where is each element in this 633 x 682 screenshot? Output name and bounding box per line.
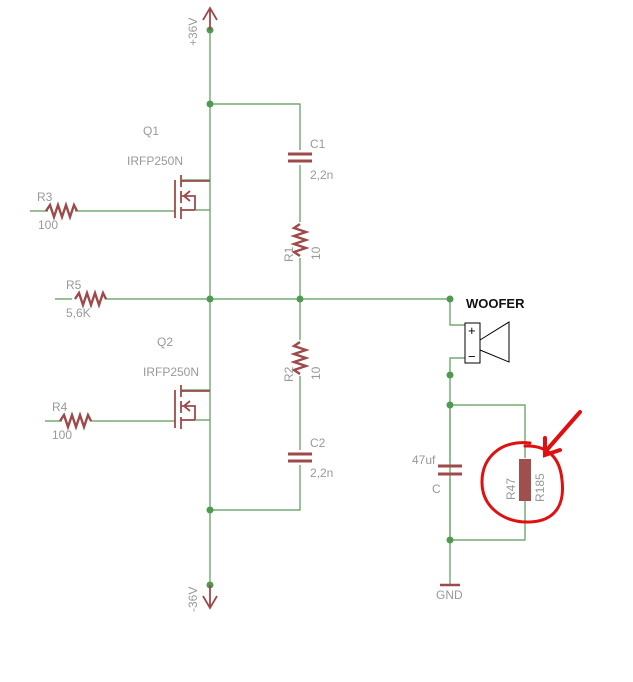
r3-value: 100 — [38, 218, 58, 232]
c-value: 47uf — [412, 453, 436, 467]
wires — [30, 30, 526, 585]
supply-negative-label: -36V — [186, 587, 200, 612]
q1-ref: Q1 — [143, 124, 159, 138]
r1-value: 10 — [309, 246, 323, 260]
transistor-q1: Q1 IRFP250N — [127, 124, 210, 219]
speaker-woofer: + − WOOFER — [464, 296, 525, 364]
resistor-r5: R5 5,6K — [66, 278, 108, 320]
r4-value: 100 — [52, 428, 72, 442]
c1-value: 2,2n — [310, 168, 333, 182]
supply-positive-arrow-icon — [202, 6, 218, 30]
junction-dots — [206, 26, 454, 589]
resistor-r1: R1 10 — [282, 223, 323, 262]
r4-ref: R4 — [52, 400, 68, 414]
q2-part: IRFP250N — [143, 365, 199, 379]
r2-value: 10 — [309, 366, 323, 380]
supply-positive-label: +36V — [186, 18, 200, 46]
q2-ref: Q2 — [157, 335, 173, 349]
c-ref: C — [432, 482, 441, 496]
r5-ref: R5 — [66, 278, 82, 292]
r3-ref: R3 — [37, 190, 53, 204]
ground-label: GND — [436, 588, 463, 602]
capacitor-c1: C1 2,2n — [288, 137, 333, 182]
capacitor-c2: C2 2,2n — [288, 436, 333, 480]
c1-ref: C1 — [310, 137, 326, 151]
r1-ref: R1 — [282, 246, 296, 262]
capacitor-c: 47uf C — [412, 453, 462, 496]
resistor-r2: R2 10 — [282, 341, 323, 382]
transistor-q2: Q2 IRFP250N — [143, 335, 210, 429]
r5-value: 5,6K — [66, 306, 91, 320]
r47-ref: R47 — [504, 478, 518, 500]
speaker-minus: − — [468, 349, 476, 364]
supply-negative-arrow-icon — [202, 585, 218, 610]
speaker-plus: + — [468, 323, 476, 338]
woofer-label: WOOFER — [466, 296, 525, 311]
c2-ref: C2 — [310, 436, 326, 450]
resistor-r47: R47 R185 — [504, 459, 547, 502]
c2-value: 2,2n — [310, 466, 333, 480]
r2-ref: R2 — [282, 366, 296, 382]
resistor-r3: R3 100 — [37, 190, 79, 232]
r47-value: R185 — [533, 473, 547, 502]
resistor-r4: R4 100 — [52, 400, 93, 442]
red-circle-annotation — [480, 410, 582, 524]
q1-part: IRFP250N — [127, 154, 183, 168]
